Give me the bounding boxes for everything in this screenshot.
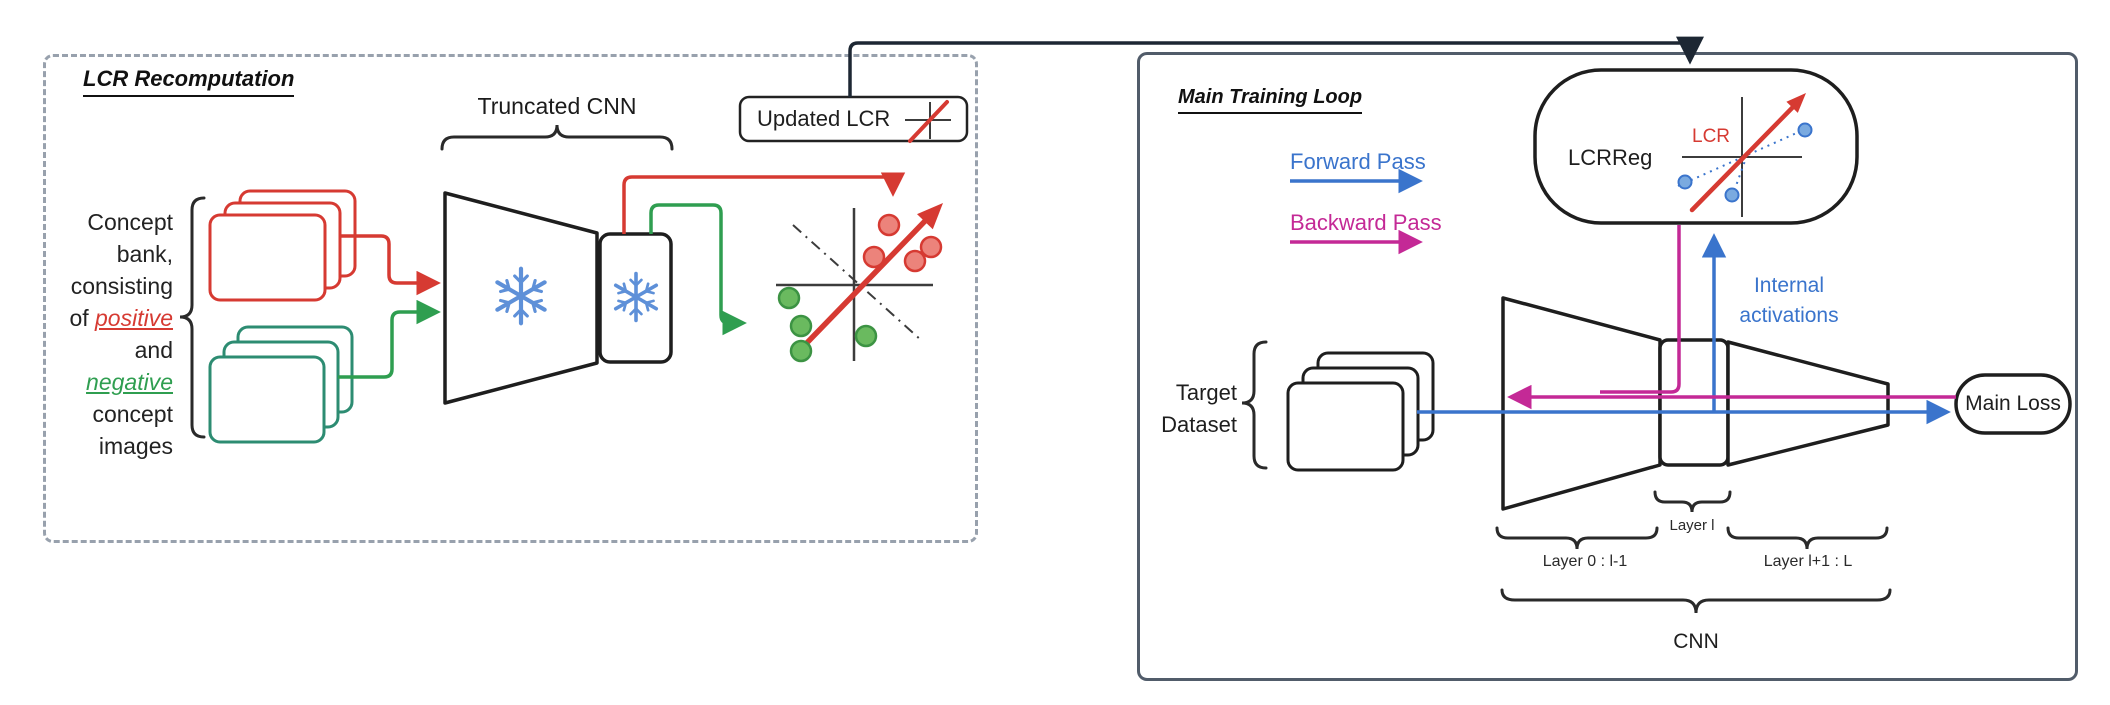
concept-line: images — [98, 433, 173, 459]
layer-0-brace — [1495, 526, 1659, 550]
training-panel-title: Main Training Loop — [1178, 86, 1363, 114]
updated-lcr-label: Updated LCR — [757, 106, 891, 131]
lcrreg-gradient-line — [1600, 225, 1681, 394]
layer-l-plus-brace — [1726, 526, 1889, 550]
updated-lcr-box — [738, 95, 969, 143]
lcrreg-node — [1533, 68, 1859, 225]
cnn-early-layers-trapezoid — [1501, 296, 1662, 511]
target-dataset-stack-icon — [1286, 351, 1435, 472]
main-training-loop-panel — [1137, 52, 2078, 681]
truncated-cnn-brace — [440, 124, 674, 151]
cnn-layer-l-block — [1658, 338, 1730, 467]
lcrreg-label: LCRReg — [1568, 145, 1653, 170]
layer-0-label: Layer 0 : l-1 — [1542, 553, 1628, 570]
negative-input-arrow — [338, 299, 441, 379]
concept-line: Concept — [87, 209, 173, 235]
target-dataset-label: Target Dataset — [1161, 380, 1237, 437]
projection-dotted-lines — [1677, 126, 1811, 198]
lcrreg-mini-plot — [1677, 93, 1813, 217]
concept-line: negative — [28, 366, 173, 398]
forward-pass-label: Forward Pass — [1290, 149, 1426, 174]
lcr-scatter-plot — [776, 203, 943, 363]
positive-image-stack-icon — [208, 189, 357, 302]
layer-l-brace — [1653, 490, 1732, 513]
activation-dots — [1677, 122, 1813, 203]
concept-line: bank, — [116, 241, 173, 267]
updated-lcr-icon — [905, 100, 951, 143]
positive-input-arrow — [340, 234, 441, 296]
layer-l-label: Layer l — [1669, 517, 1715, 534]
negative-word: negative — [86, 369, 173, 395]
decision-boundary-dashdot — [792, 224, 922, 341]
positive-word: positive — [95, 305, 173, 331]
truncated-cnn-label: Truncated CNN — [477, 93, 637, 119]
negative-activations-arrow — [649, 203, 747, 336]
backward-pass-label: Backward Pass — [1290, 210, 1442, 235]
cnn-brace — [1500, 588, 1892, 614]
cnn-label: CNN — [1673, 630, 1719, 653]
concept-bank-label: Concept bank, consisting of positive and… — [28, 206, 173, 462]
negative-image-stack-icon — [208, 325, 354, 444]
lcr-recomputation-panel — [43, 54, 978, 543]
concept-line: of positive — [69, 305, 173, 331]
concept-line: and — [134, 337, 173, 363]
concept-line: concept — [92, 401, 173, 427]
concept-bank-brace — [179, 196, 206, 439]
positive-activations-arrow — [622, 172, 906, 234]
main-loss-label: Main Loss — [1965, 392, 2061, 415]
internal-activations-label: Internal activations — [1739, 274, 1839, 327]
lcr-panel-title: LCR Recomputation — [83, 66, 295, 97]
concept-line: consisting — [70, 273, 173, 299]
updated-lcr-to-lcrreg-arrow — [848, 36, 1704, 97]
target-dataset-brace — [1241, 340, 1268, 470]
main-loss-node — [1954, 373, 2072, 435]
positive-scatter-dots — [862, 213, 943, 273]
lcr-axis-label: LCR — [1692, 126, 1731, 147]
lcr-direction-arrow — [796, 217, 929, 354]
negative-scatter-dots — [777, 286, 878, 363]
lcr-mini-arrow — [1689, 103, 1797, 213]
cnn-late-layers-trapezoid — [1726, 340, 1890, 467]
layer-l-plus-label: Layer l+1 : L — [1763, 553, 1853, 570]
